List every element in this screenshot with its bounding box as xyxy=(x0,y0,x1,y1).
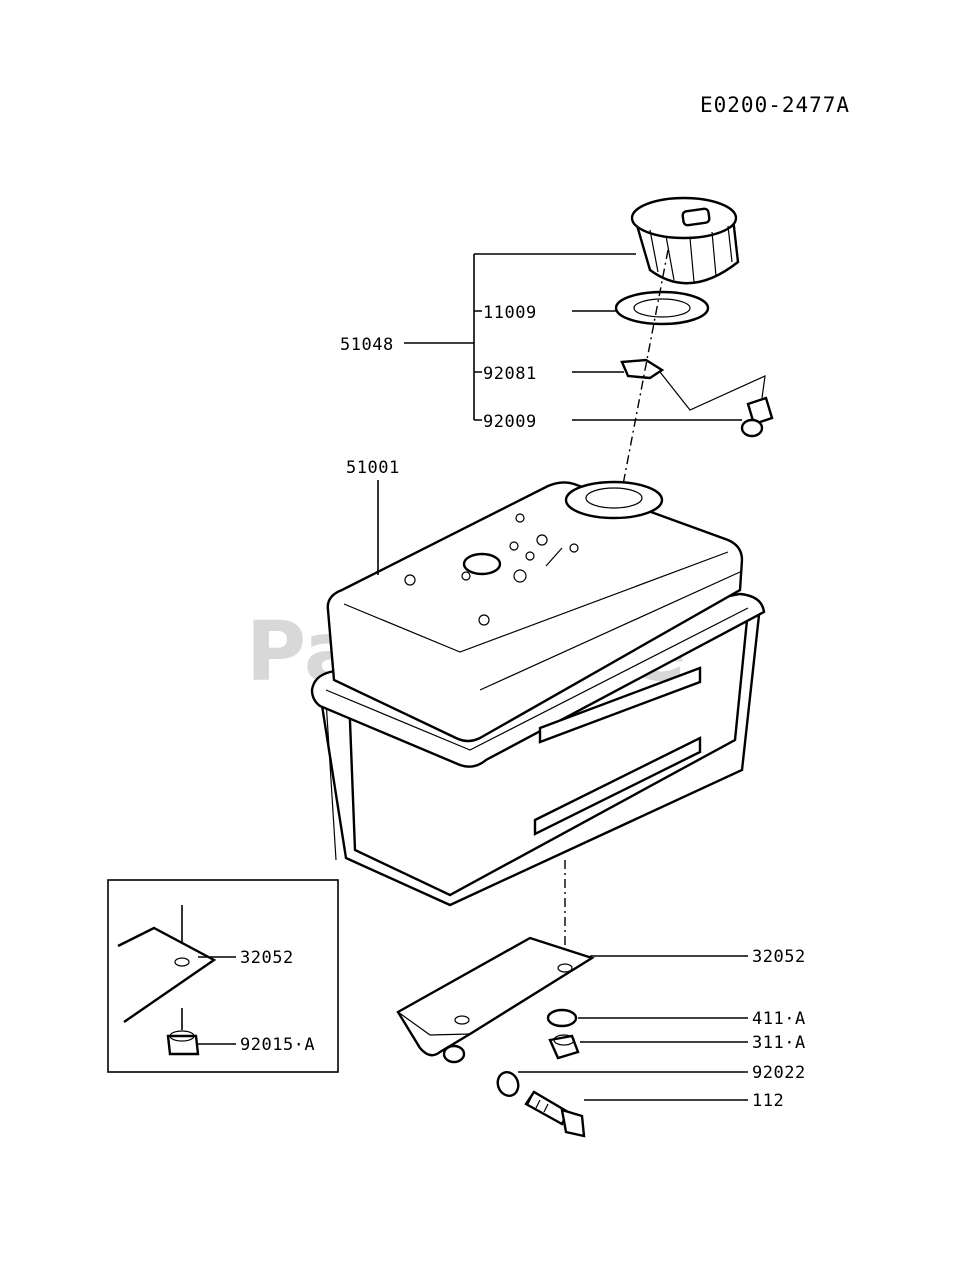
cap-center-line xyxy=(621,249,669,491)
callout-bolt: 112 xyxy=(752,1091,784,1111)
cap-strap-part[interactable] xyxy=(620,358,766,411)
callout-washer: 411·A xyxy=(752,1009,806,1029)
callout-bracket: 32052 xyxy=(752,947,806,967)
strap-screw-part[interactable] xyxy=(740,396,774,438)
inset-nut-part[interactable] xyxy=(166,1030,200,1056)
fuel-cap-part[interactable] xyxy=(630,196,740,285)
callout-cap-gasket: 11009 xyxy=(483,303,537,323)
callout-fuel-cap-assy: 51048 xyxy=(340,335,394,355)
washer-2-part[interactable] xyxy=(494,1069,521,1098)
inset-detail xyxy=(107,879,339,1073)
leader-lines xyxy=(198,253,748,1101)
callout-fuel-tank: 51001 xyxy=(346,458,400,478)
fuel-tank-part[interactable] xyxy=(310,480,766,907)
callout-washer-2: 92022 xyxy=(752,1063,806,1083)
callout-cap-strap: 92081 xyxy=(483,364,537,384)
washer-part[interactable] xyxy=(546,1008,578,1028)
callout-bracket-inset: 32052 xyxy=(240,948,294,968)
callout-nut: 311·A xyxy=(752,1033,806,1053)
bolt-part[interactable] xyxy=(524,1090,586,1138)
callout-nut-inset: 92015·A xyxy=(240,1035,315,1055)
bracket-part[interactable] xyxy=(396,936,595,1064)
nut-part[interactable] xyxy=(548,1034,580,1060)
diagram-code: E0200-2477A xyxy=(700,93,850,117)
callout-strap-screw: 92009 xyxy=(483,412,537,432)
cap-gasket-part[interactable] xyxy=(614,290,710,326)
